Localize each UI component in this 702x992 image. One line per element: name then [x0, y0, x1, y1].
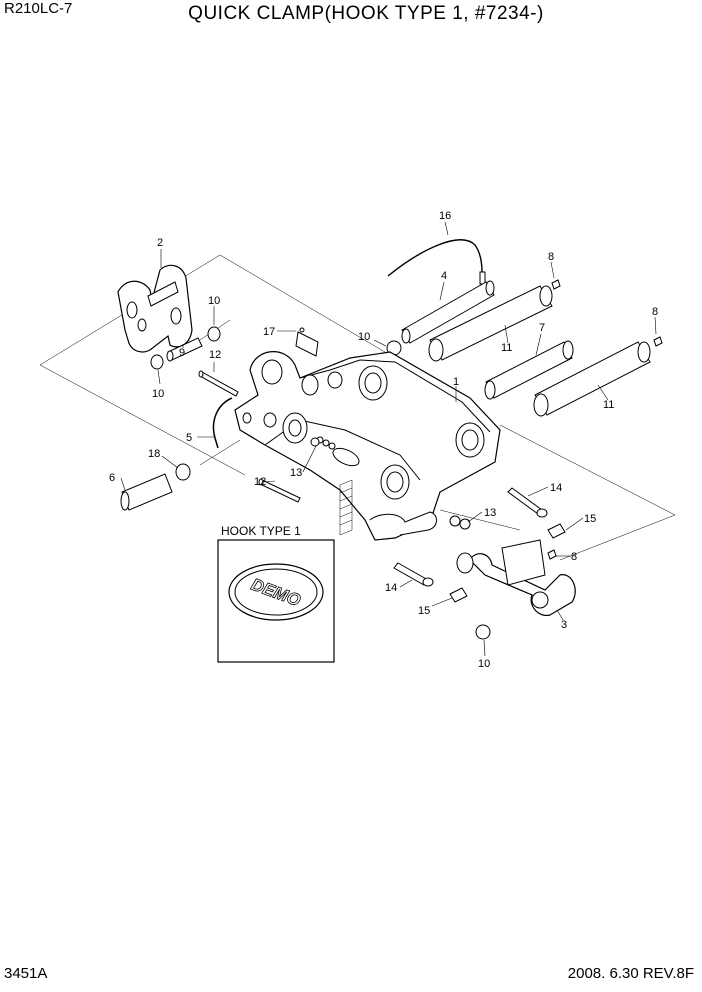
callout-11: 11 [501, 342, 512, 354]
part-2-hook-bracket [117, 264, 193, 353]
assembly-guide-lines [39, 254, 676, 561]
callout-5: 5 [186, 432, 192, 444]
o-rings [150, 326, 491, 640]
callout-7: 7 [539, 322, 545, 334]
part-7-pin [484, 340, 574, 400]
callout-8: 8 [652, 306, 658, 318]
callout-8: 8 [548, 251, 554, 263]
part-6-pin [120, 463, 191, 511]
part-3-hydraulic-cylinder [456, 539, 576, 617]
callout-14: 14 [550, 482, 562, 494]
grease-nipples [547, 279, 663, 560]
callout-11: 11 [603, 399, 614, 411]
callout-8: 8 [571, 551, 577, 563]
page-title: QUICK CLAMP(HOOK TYPE 1, #7234-) [188, 3, 544, 24]
leader-lines [120, 221, 657, 657]
part-16-cable [387, 239, 483, 277]
callout-14: 14 [385, 582, 397, 594]
callout-numbers: 2 10 9 10 12 17 5 18 6 13 12 1 16 4 11 7… [109, 210, 658, 670]
part-5-spring [212, 397, 233, 449]
page-code: 3451A [4, 965, 48, 982]
model-code: R210LC-7 [4, 0, 73, 17]
callout-10: 10 [358, 331, 370, 343]
part-11-cylinder-lower [533, 341, 651, 417]
callout-2: 2 [157, 237, 163, 249]
callout-17: 17 [263, 326, 275, 338]
cable-end [479, 271, 486, 285]
callout-6: 6 [109, 472, 115, 484]
callout-12: 12 [254, 476, 266, 488]
revision-date: 2008. 6.30 REV.8F [567, 965, 694, 982]
part-4-pin [401, 280, 495, 344]
callout-16: 16 [439, 210, 451, 222]
callout-10: 10 [152, 388, 164, 400]
callout-9: 9 [179, 347, 185, 359]
callout-12: 12 [209, 349, 221, 361]
detail-box-label: HOOK TYPE 1 [221, 524, 301, 538]
part-14-bolts [393, 487, 548, 587]
part-17-clip [295, 327, 319, 357]
part-13-nuts [310, 437, 471, 530]
callout-15: 15 [584, 513, 596, 525]
callout-10: 10 [478, 658, 490, 670]
part-11-cylinder-upper [428, 285, 553, 362]
part-15-fittings [449, 523, 566, 603]
callout-15: 15 [418, 605, 430, 617]
callout-18: 18 [148, 448, 160, 460]
callout-13: 13 [484, 507, 496, 519]
callout-13: 13 [290, 467, 302, 479]
callout-1: 1 [453, 376, 459, 388]
part-1-main-frame [234, 351, 501, 541]
callout-4: 4 [441, 270, 447, 282]
part-12-bolts [198, 370, 301, 503]
part-9-pin [166, 337, 203, 362]
callout-10: 10 [208, 295, 220, 307]
callout-3: 3 [561, 619, 567, 631]
